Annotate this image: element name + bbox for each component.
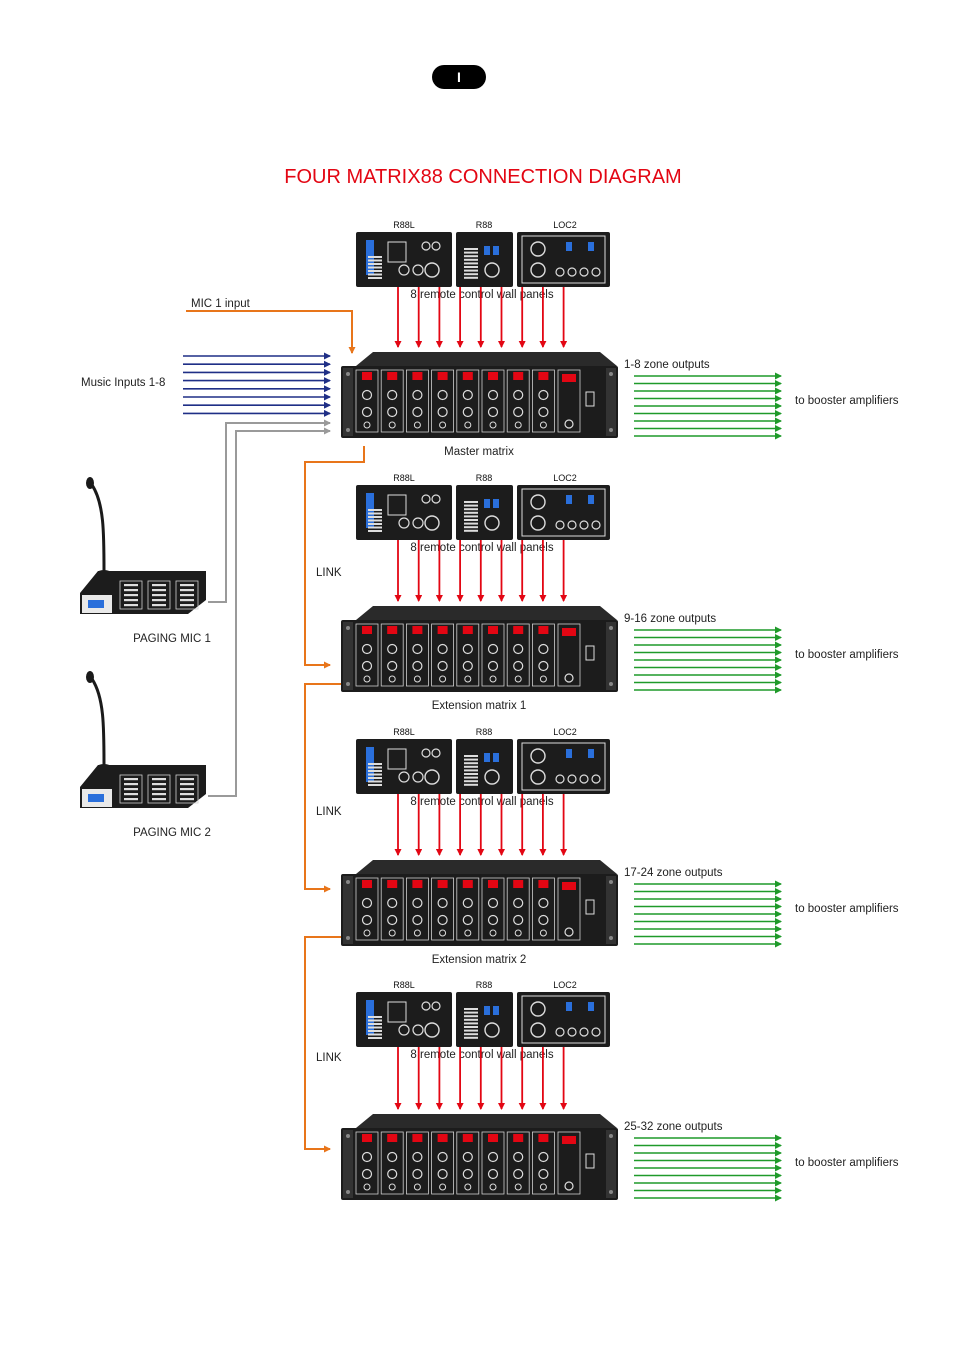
wall-panel-r88l [356,739,452,794]
wall-panel-r88l [356,485,452,540]
diagram-title: FOUR MATRIX88 CONNECTION DIAGRAM [284,166,681,188]
panel-label-r88l: R88L [393,727,415,737]
panel-label-r88l: R88L [393,980,415,990]
link-label-2: LINK [316,806,342,818]
music-inputs-label: Music Inputs 1-8 [81,377,165,389]
panel-label-r88: R88 [476,727,493,737]
panel-label-r88: R88 [476,220,493,230]
panel-label-loc2: LOC2 [553,220,577,230]
music-input-arrows [183,352,331,417]
matrix-caption: Extension matrix 1 [432,700,527,712]
zone-outputs-label: 17-24 zone outputs [624,867,723,879]
wall-panel-loc2 [517,485,610,540]
booster-label: to booster amplifiers [795,395,899,407]
stage-2: R88L R88 LOC2 8 remote control wall panels 9… [341,473,899,712]
zone-outputs-label: 25-32 zone outputs [624,1121,723,1133]
panels-label: 8 remote control wall panels [410,289,553,301]
paging-mics: PAGING MIC 1 PAGING MIC 2 [80,477,211,839]
matrix-unit [341,860,618,946]
wall-panel-loc2 [517,739,610,794]
zone-output-arrows [634,1134,782,1202]
wall-panel-loc2 [517,992,610,1047]
mic1-input-line [186,310,356,354]
stage-4: R88L R88 LOC2 8 remote control wall panels 2… [341,980,899,1202]
control-arrows [394,794,568,856]
panels-label: 8 remote control wall panels [410,796,553,808]
stage-3: R88L R88 LOC2 8 remote control wall panels 1… [341,727,899,966]
paging-mic2-line [208,427,331,797]
link-label-1: LINK [316,567,342,579]
control-arrows [394,1047,568,1110]
panel-label-r88l: R88L [393,220,415,230]
control-arrows [394,287,568,348]
panels-label: 8 remote control wall panels [410,1049,553,1061]
page-badge: I [432,65,486,89]
paging-mic-2: PAGING MIC 2 [80,671,211,839]
paging-mic1-line [208,419,331,603]
mic1-input-label: MIC 1 input [191,298,251,310]
matrix-unit [341,352,618,438]
panels-label: 8 remote control wall panels [410,542,553,554]
zone-outputs-label: 1-8 zone outputs [624,359,710,371]
matrix-unit [341,606,618,692]
link-line-1 [304,446,365,669]
panel-label-r88: R88 [476,473,493,483]
matrix-caption: Master matrix [444,446,514,458]
panel-label-r88: R88 [476,980,493,990]
booster-label: to booster amplifiers [795,649,899,661]
panel-label-loc2: LOC2 [553,727,577,737]
wall-panel-loc2 [517,232,610,287]
zone-outputs-label: 9-16 zone outputs [624,613,716,625]
zone-output-arrows [634,626,782,694]
wall-panel-r88 [456,232,513,287]
link-line-3 [304,936,341,1153]
control-arrows [394,540,568,602]
zone-output-arrows [634,372,782,440]
wall-panel-r88 [456,485,513,540]
zone-output-arrows [634,880,782,948]
link-line-2 [304,683,341,893]
page-badge-text: I [457,69,461,85]
panel-label-loc2: LOC2 [553,980,577,990]
stage-1: R88L R88 LOC2 8 remote control wall panels 1… [341,220,899,458]
booster-label: to booster amplifiers [795,903,899,915]
wall-panel-r88l [356,232,452,287]
wall-panel-r88 [456,992,513,1047]
paging-mic-label: PAGING MIC 1 [133,633,211,645]
panel-label-r88l: R88L [393,473,415,483]
wall-panel-r88l [356,992,452,1047]
matrix-unit [341,1114,618,1200]
panel-label-loc2: LOC2 [553,473,577,483]
paging-mic-label: PAGING MIC 2 [133,827,211,839]
paging-mic-1: PAGING MIC 1 [80,477,211,645]
booster-label: to booster amplifiers [795,1157,899,1169]
matrix-caption: Extension matrix 2 [432,954,527,966]
wall-panel-r88 [456,739,513,794]
link-label-3: LINK [316,1052,342,1064]
